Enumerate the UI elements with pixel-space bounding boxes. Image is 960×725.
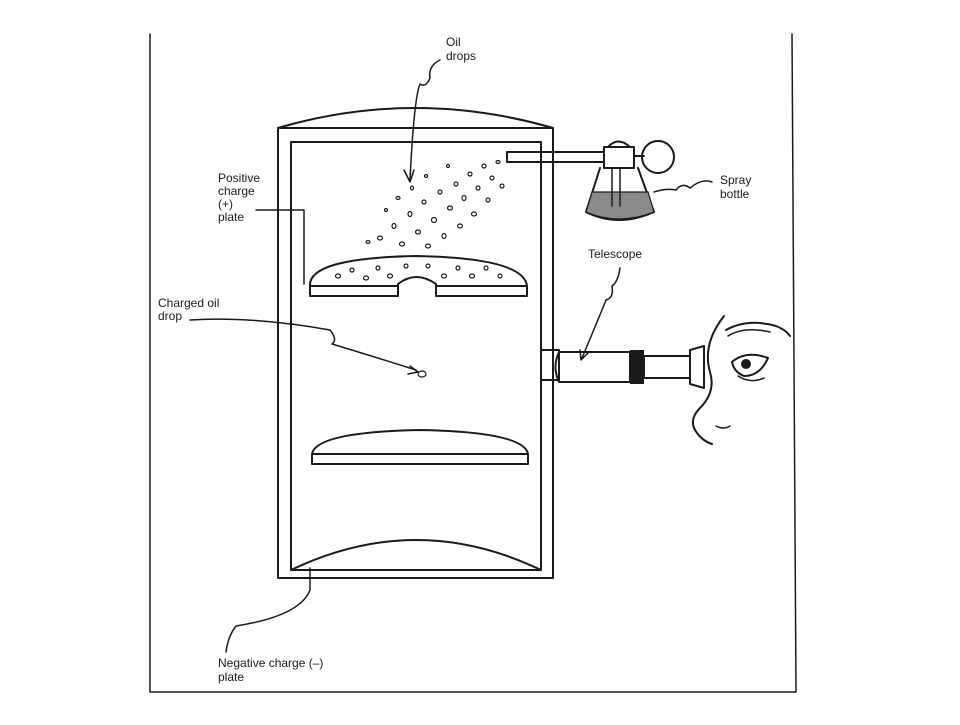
chamber-outer-wall [277,107,554,579]
figure-border [149,33,797,693]
spray-bulb [641,140,675,174]
svg-text:drop: drop [158,309,182,323]
svg-text:charge: charge [218,184,255,198]
chamber [277,107,554,579]
label-oil-drops: Oil drops [446,35,476,63]
label-spray-bottle: Spray bottle [720,173,751,201]
svg-text:plate: plate [218,210,244,224]
positive-plate [308,255,528,297]
svg-text:plate: plate [218,670,244,684]
telescope-barrel [554,351,631,383]
svg-text:Spray: Spray [720,173,751,187]
negative-plate [311,429,529,465]
svg-text:Oil: Oil [446,35,461,49]
chamber-bottom-dome [290,539,542,571]
svg-text:bottle: bottle [720,187,750,201]
svg-text:Telescope: Telescope [588,247,642,261]
label-charged-oil-drop: Charged oil drop [158,296,219,323]
spray-bottle [506,140,675,221]
telescope [540,345,705,389]
leader-lines [189,59,713,653]
observer-face [691,315,791,445]
svg-text:(+): (+) [218,197,233,211]
oil-drops [334,159,505,281]
charged-oil-drop [417,370,427,378]
svg-text:Charged oil: Charged oil [158,296,219,310]
svg-text:drops: drops [446,49,476,63]
label-telescope: Telescope [588,247,642,261]
telescope-eyepiece [689,345,705,389]
label-positive-plate: Positive charge (+) plate [218,171,260,224]
label-negative-plate: Negative charge (–) plate [218,656,323,684]
spray-nozzle-tube [506,151,605,163]
svg-text:Positive: Positive [218,171,260,185]
telescope-band [630,350,644,384]
svg-text:Negative charge (–): Negative charge (–) [218,656,323,670]
eye [731,353,769,377]
